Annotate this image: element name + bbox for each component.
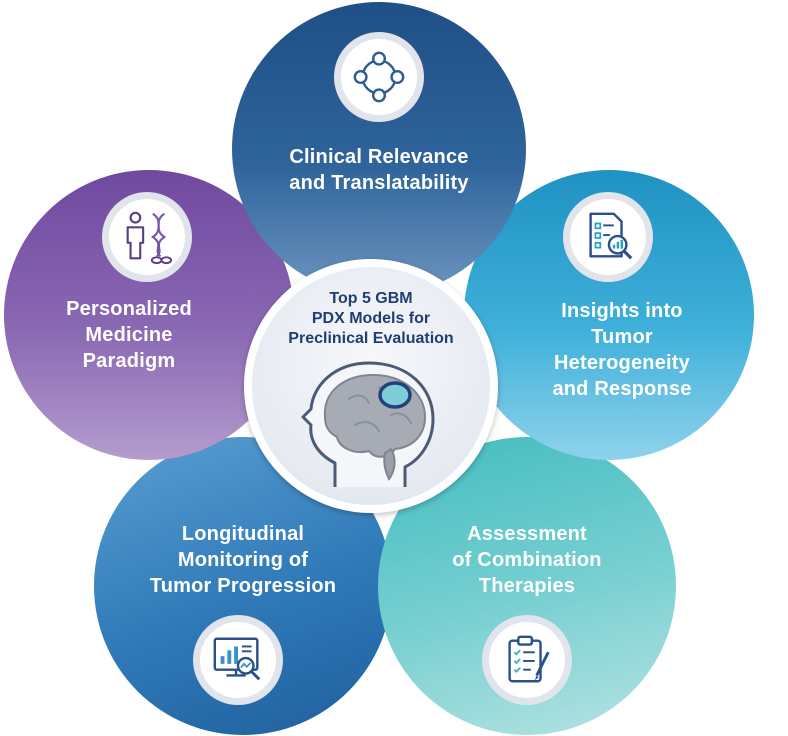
petal-longitudinal-label: Longitudinal Monitoring of Tumor Progres… — [114, 521, 372, 599]
label-line: Longitudinal — [181, 523, 305, 545]
center-title: Top 5 GBM PDX Models for Preclinical Eva… — [252, 289, 490, 349]
monitor-chart-graphic — [213, 637, 261, 681]
center-title-line: PDX Models for — [311, 310, 431, 327]
document-analysis-icon — [563, 192, 653, 282]
label-line: Assessment — [467, 523, 587, 545]
center-title-line: Preclinical Evaluation — [288, 330, 454, 347]
person-dna-icon — [102, 192, 192, 282]
label-line: Monitoring of — [177, 549, 309, 571]
label-line: and Response — [552, 378, 692, 400]
label-line: Therapies — [478, 575, 576, 597]
center-hub: Top 5 GBM PDX Models for Preclinical Eva… — [244, 259, 498, 513]
petal-clinical: Clinical Relevance and Translatability — [232, 2, 526, 296]
label-line: Heterogeneity — [554, 352, 690, 374]
brain-head-icon — [301, 361, 435, 487]
center-title-line: Top 5 GBM — [329, 290, 413, 307]
label-line: Personalized — [66, 298, 192, 320]
label-line: Insights into — [561, 300, 683, 322]
circle-nodes-icon — [334, 32, 424, 122]
clipboard-checklist-icon — [482, 615, 572, 705]
monitor-chart-icon — [193, 615, 283, 705]
label-line: and Translatability — [289, 172, 469, 194]
clipboard-graphic — [508, 635, 550, 683]
person-dna-graphic — [126, 211, 173, 265]
label-line: Medicine — [85, 324, 173, 346]
circle-nodes-graphic — [353, 51, 405, 103]
petal-insights-label: Insights into Tumor Heterogeneity and Re… — [512, 298, 732, 402]
label-line: Tumor Progression — [149, 575, 337, 597]
label-line: Tumor — [591, 326, 653, 348]
label-line: Clinical Relevance — [289, 146, 469, 168]
label-line: of Combination — [452, 549, 602, 571]
label-line: Paradigm — [82, 350, 176, 372]
document-analysis-graphic — [589, 212, 633, 260]
petal-combination-label: Assessment of Combination Therapies — [398, 521, 656, 599]
petal-insights: Insights into Tumor Heterogeneity and Re… — [464, 170, 754, 460]
petal-personalized-label: Personalized Medicine Paradigm — [24, 296, 234, 374]
petal-clinical-label: Clinical Relevance and Translatability — [242, 144, 516, 196]
